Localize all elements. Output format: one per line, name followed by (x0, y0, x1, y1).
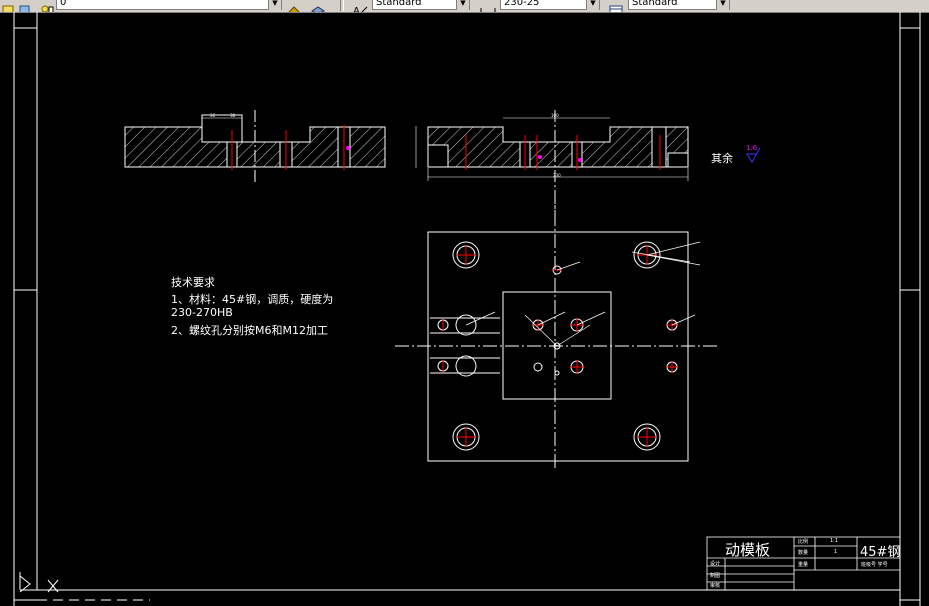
check-label: 审核 (710, 583, 721, 589)
title-block (706, 536, 901, 591)
right-section-view (415, 110, 689, 225)
roughness-symbol (746, 147, 761, 163)
table-style-value: Standard (632, 0, 678, 8)
side-holes (430, 314, 500, 377)
dim-style-value: 230-25 (504, 0, 540, 8)
text-style-dropdown[interactable]: Standard ▼ (372, 0, 470, 10)
light-bulb-icon[interactable] (40, 0, 54, 12)
text-style-icon[interactable]: A (352, 0, 368, 13)
company-label: 班级号 学号 (861, 562, 888, 568)
table-style-dropdown[interactable]: Standard ▼ (628, 0, 730, 10)
chevron-down-icon: ▼ (456, 0, 469, 10)
weight-label: 重量 (798, 562, 809, 568)
material: 45#钢 (860, 545, 901, 560)
chevron-down-icon: ▼ (586, 0, 599, 10)
drawing-border (13, 12, 921, 606)
draw-label: 制图 (710, 573, 721, 579)
drawing-canvas[interactable] (0, 12, 929, 606)
tech-req-line1: 1、材料：45#钢，调质，硬度为 (171, 293, 334, 306)
dim-label-left2: 38 (230, 113, 236, 118)
chevron-down-icon: ▼ (716, 0, 729, 10)
dim-label-right: 100 (551, 113, 559, 118)
roughness-label: 其余 (711, 152, 733, 165)
inner-holes (532, 265, 678, 376)
chevron-down-icon: ▼ (268, 0, 281, 10)
dim-style-icon[interactable] (480, 0, 496, 12)
tech-req-line3: 2、螺纹孔分别按M6和M12加工 (171, 324, 328, 337)
dim-label-bottom: 230 (553, 173, 561, 178)
cad-toolbar: 0 ▼ A Standard ▼ 230-25 ▼ Standard ▼ (0, 0, 929, 13)
qty-label: 数量 (798, 550, 809, 556)
dim-label-left: 36 (210, 113, 216, 118)
layer-stack-icon[interactable] (311, 0, 325, 12)
ucs-icon (19, 572, 59, 593)
layer-state-icon[interactable] (2, 0, 16, 12)
qty-value: 1 (834, 549, 838, 555)
part-name: 动模板 (725, 541, 771, 559)
text-style-value: Standard (376, 0, 422, 8)
layer-dropdown[interactable]: 0 ▼ (56, 0, 282, 10)
toolbar-separator (340, 0, 344, 11)
left-section-view (124, 110, 386, 185)
tech-req-title: 技术要求 (171, 276, 215, 289)
table-style-icon[interactable] (609, 0, 623, 12)
layer-value: 0 (60, 0, 67, 8)
guide-pillar-holes (452, 241, 661, 451)
design-label: 设计 (710, 561, 721, 567)
leader-lines (465, 241, 701, 347)
scale-label: 比例 (798, 539, 809, 545)
dim-style-dropdown[interactable]: 230-25 ▼ (500, 0, 600, 10)
layer-prev-icon[interactable] (18, 0, 32, 12)
roughness-value: 1.6 (746, 144, 758, 152)
svg-text:A: A (353, 6, 360, 13)
layer-match-icon[interactable] (287, 0, 301, 12)
tech-req-line2: 230-270HB (171, 306, 233, 319)
scale-value: 1:1 (830, 538, 839, 544)
